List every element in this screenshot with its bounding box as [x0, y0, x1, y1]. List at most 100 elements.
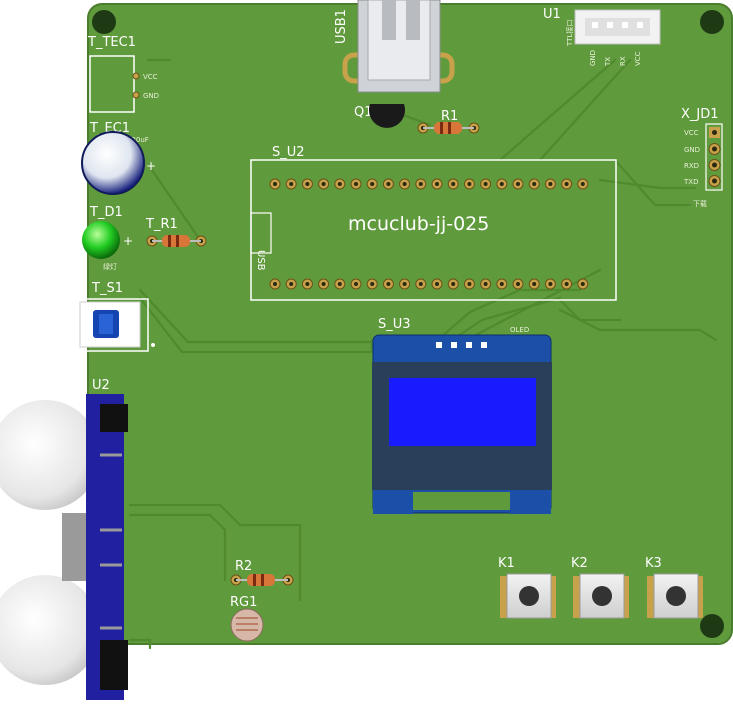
- pin-hole: [305, 282, 310, 286]
- x-jd1-download: 下载: [693, 199, 707, 208]
- pin-hole: [273, 282, 277, 286]
- pin-hole: [532, 182, 537, 186]
- pin-hole: [564, 282, 569, 286]
- x-jd1-pin-2: GND: [684, 146, 700, 154]
- pin-hole: [435, 282, 439, 286]
- transistor-icon: [369, 104, 405, 128]
- pin-hole: [499, 282, 504, 286]
- pin-hole: [548, 182, 553, 186]
- pin-hole: [402, 182, 407, 186]
- led-icon: [82, 221, 120, 259]
- resistor-icon: [230, 574, 294, 586]
- u1-label: U1: [543, 7, 561, 22]
- t-s1-label: T_S1: [91, 281, 123, 296]
- t-tec1-pad: [132, 72, 140, 80]
- t-tec1-pad: [132, 91, 140, 99]
- pin-hole: [289, 282, 294, 286]
- t-tec1-outline: [89, 55, 135, 113]
- mounting-hole-icon: [700, 10, 724, 34]
- button-icon: [666, 586, 686, 606]
- u1-pin-3: RX: [619, 56, 627, 66]
- mounting-hole-icon: [92, 10, 116, 34]
- k1-label: K1: [498, 556, 515, 571]
- pin-hole: [418, 282, 423, 286]
- pin-hole: [580, 182, 585, 186]
- photoresistor-icon: [230, 608, 264, 642]
- pin-hole: [532, 282, 537, 286]
- pin-hole: [564, 182, 569, 186]
- pin-hole: [386, 282, 391, 286]
- pin-hole: [418, 182, 423, 186]
- usb1-label: USB1: [334, 9, 349, 44]
- k3-button[interactable]: [647, 573, 703, 619]
- t-r1-label: T_R1: [145, 217, 178, 232]
- pin-hole: [467, 182, 472, 186]
- pin-hole: [321, 182, 326, 186]
- x-jd1-pin-3: RXD: [684, 162, 699, 170]
- pin-hole: [435, 182, 439, 186]
- t-d1-plus: +: [123, 234, 133, 248]
- resistor-icon: [146, 235, 207, 247]
- k3-label: K3: [645, 556, 662, 571]
- s-u2-top-pads: [269, 178, 589, 190]
- r1-label: R1: [441, 109, 458, 124]
- k1-button[interactable]: [500, 573, 556, 619]
- pin-hole: [273, 182, 277, 186]
- u1-header[interactable]: [574, 9, 661, 45]
- pin-hole: [337, 282, 342, 286]
- s-u2-usb-outline: [250, 212, 272, 254]
- pin-hole: [516, 182, 520, 186]
- u1-pin-4: VCC: [634, 51, 642, 66]
- ultrasonic-sensor-icon: [0, 394, 128, 700]
- pin-hole: [354, 282, 358, 286]
- t-tec1-vcc: VCC: [143, 73, 158, 81]
- s-u2-bottom-pads: [269, 278, 589, 290]
- x-jd1-outline: [705, 123, 723, 191]
- resistor-icon: [417, 122, 480, 134]
- pin-hole: [499, 182, 504, 186]
- pin-hole: [580, 282, 585, 286]
- pin-hole: [370, 182, 375, 186]
- k2-label: K2: [571, 556, 588, 571]
- t-tec1-label: T_TEC1: [87, 35, 136, 50]
- button-icon[interactable]: [79, 301, 141, 348]
- u1-pin-2: TX: [604, 57, 612, 67]
- pin-hole: [516, 282, 520, 286]
- pin-hole: [402, 282, 407, 286]
- k2-button[interactable]: [573, 573, 629, 619]
- x-jd1-pin-1: VCC: [684, 129, 699, 137]
- r2-label: R2: [235, 559, 252, 574]
- pin-hole: [451, 182, 456, 186]
- button-icon: [592, 586, 612, 606]
- pin-hole: [467, 282, 472, 286]
- oled-label: OLED: [510, 326, 529, 334]
- pin-hole: [370, 282, 375, 286]
- pin-hole: [305, 182, 310, 186]
- pin-hole: [321, 282, 326, 286]
- pin-hole: [337, 182, 342, 186]
- pin-hole: [289, 182, 294, 186]
- pin-hole: [451, 282, 456, 286]
- pin-hole: [483, 282, 488, 286]
- t-d1-label: T_D1: [89, 205, 123, 220]
- pin-hole: [354, 182, 358, 186]
- pin-hole: [548, 282, 553, 286]
- mounting-hole-icon: [700, 614, 724, 638]
- q1-label: Q1: [354, 105, 373, 120]
- x-jd1-pin-4: TXD: [683, 178, 698, 186]
- t-s1-dot: [151, 343, 155, 347]
- u2-label: U2: [92, 378, 110, 393]
- board-title: mcuclub-jj-025: [348, 213, 489, 235]
- pin-hole: [386, 182, 391, 186]
- copper-traces: [128, 58, 718, 650]
- usb-connector-icon[interactable]: [342, 0, 455, 93]
- t-d1-note: 绿灯: [103, 262, 117, 271]
- s-u2-label: S_U2: [272, 145, 305, 160]
- u1-pin-1: GND: [589, 50, 597, 66]
- s-u2-usb-text: USB: [255, 250, 266, 271]
- button-icon: [519, 586, 539, 606]
- x-jd1-label: X_JD1: [681, 107, 719, 122]
- pin-hole: [483, 182, 488, 186]
- rg1-label: RG1: [230, 595, 257, 610]
